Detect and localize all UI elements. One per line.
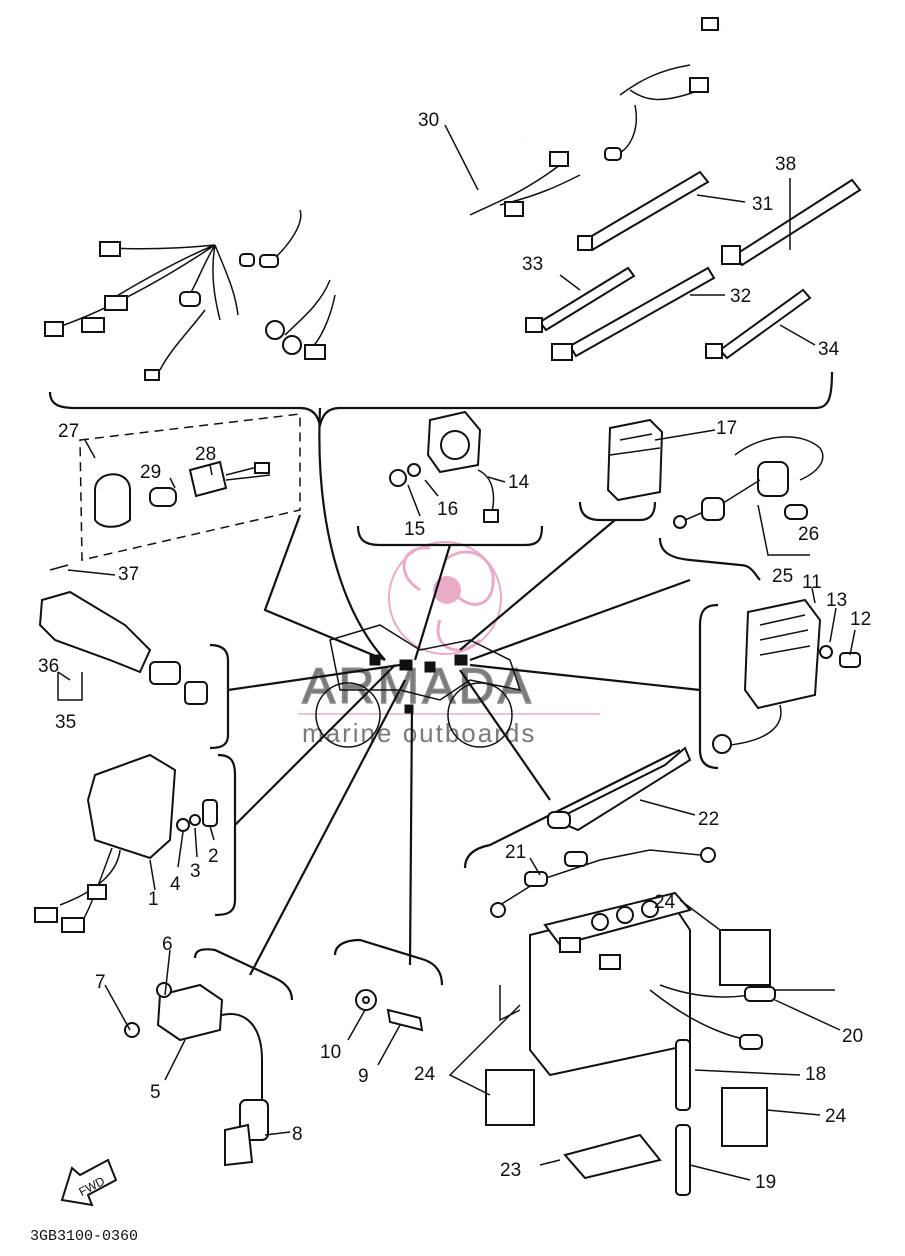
callout-20: 20 — [842, 1026, 863, 1047]
rectifier-11 — [698, 598, 861, 770]
callout-2: 2 — [208, 846, 219, 867]
callout-19: 19 — [755, 1172, 776, 1193]
callout-8: 8 — [292, 1124, 303, 1145]
cable-tie-38 — [721, 178, 862, 267]
callout-38: 38 — [775, 154, 796, 175]
callout-9: 9 — [358, 1066, 369, 1087]
wire-harness — [44, 17, 722, 381]
callout-18: 18 — [805, 1064, 826, 1085]
cable-tie-33 — [525, 266, 636, 333]
callout-11: 11 — [802, 572, 822, 593]
callout-17: 17 — [716, 418, 737, 439]
group-14-16 — [356, 410, 544, 547]
callout-4: 4 — [170, 874, 181, 895]
callout-16: 16 — [437, 499, 458, 520]
callout-31: 31 — [752, 194, 773, 215]
cable-tie-31 — [577, 170, 710, 252]
callout-7: 7 — [95, 972, 106, 993]
battery-group — [463, 746, 835, 1196]
callout-5: 5 — [150, 1082, 161, 1103]
watermark-logo — [298, 541, 600, 715]
callout-22: 22 — [698, 809, 719, 830]
callout-3: 3 — [190, 861, 201, 882]
leader-lines — [227, 407, 701, 976]
callout-35: 35 — [55, 712, 76, 733]
callout-33: 33 — [522, 254, 543, 275]
cable-tie-34 — [705, 288, 812, 360]
callout-29: 29 — [140, 462, 161, 483]
callout-26: 26 — [798, 524, 819, 545]
callout-27: 27 — [58, 421, 79, 442]
cdi-unit-1 — [34, 753, 237, 933]
callout-24-right: 24 — [825, 1106, 847, 1127]
callout-34: 34 — [818, 339, 840, 360]
callout-15: 15 — [404, 519, 425, 540]
callout-32: 32 — [730, 286, 751, 307]
callout-13: 13 — [826, 590, 847, 611]
ignition-coil-5 — [124, 948, 294, 1167]
callout-24-top: 24 — [654, 892, 676, 913]
callout-24-left: 24 — [414, 1064, 436, 1085]
callout-21: 21 — [505, 842, 526, 863]
callout-14: 14 — [508, 472, 530, 493]
group-27-box — [79, 413, 301, 561]
callout-37: 37 — [118, 564, 139, 585]
diagram-code: 3GB3100-0360 — [30, 1228, 138, 1245]
callout-36: 36 — [38, 656, 59, 677]
callout-28: 28 — [195, 444, 216, 465]
callout-numbers: 30 38 31 33 32 34 27 29 28 14 16 15 17 2… — [38, 110, 871, 1193]
callout-leaders — [57, 124, 856, 1181]
callout-1: 1 — [148, 889, 159, 910]
cover-17 — [578, 418, 664, 522]
callout-10: 10 — [320, 1042, 341, 1063]
callout-12: 12 — [850, 609, 871, 630]
fwd-arrow: FWD — [60, 1158, 118, 1207]
callout-25: 25 — [772, 566, 793, 587]
callout-6: 6 — [162, 934, 173, 955]
sensor-36 — [38, 564, 230, 750]
callout-30: 30 — [418, 110, 439, 131]
cable-tie-32 — [551, 266, 716, 361]
ignition-coil-25 — [658, 436, 824, 581]
part-9-10 — [333, 938, 444, 1032]
callout-23: 23 — [500, 1160, 521, 1181]
